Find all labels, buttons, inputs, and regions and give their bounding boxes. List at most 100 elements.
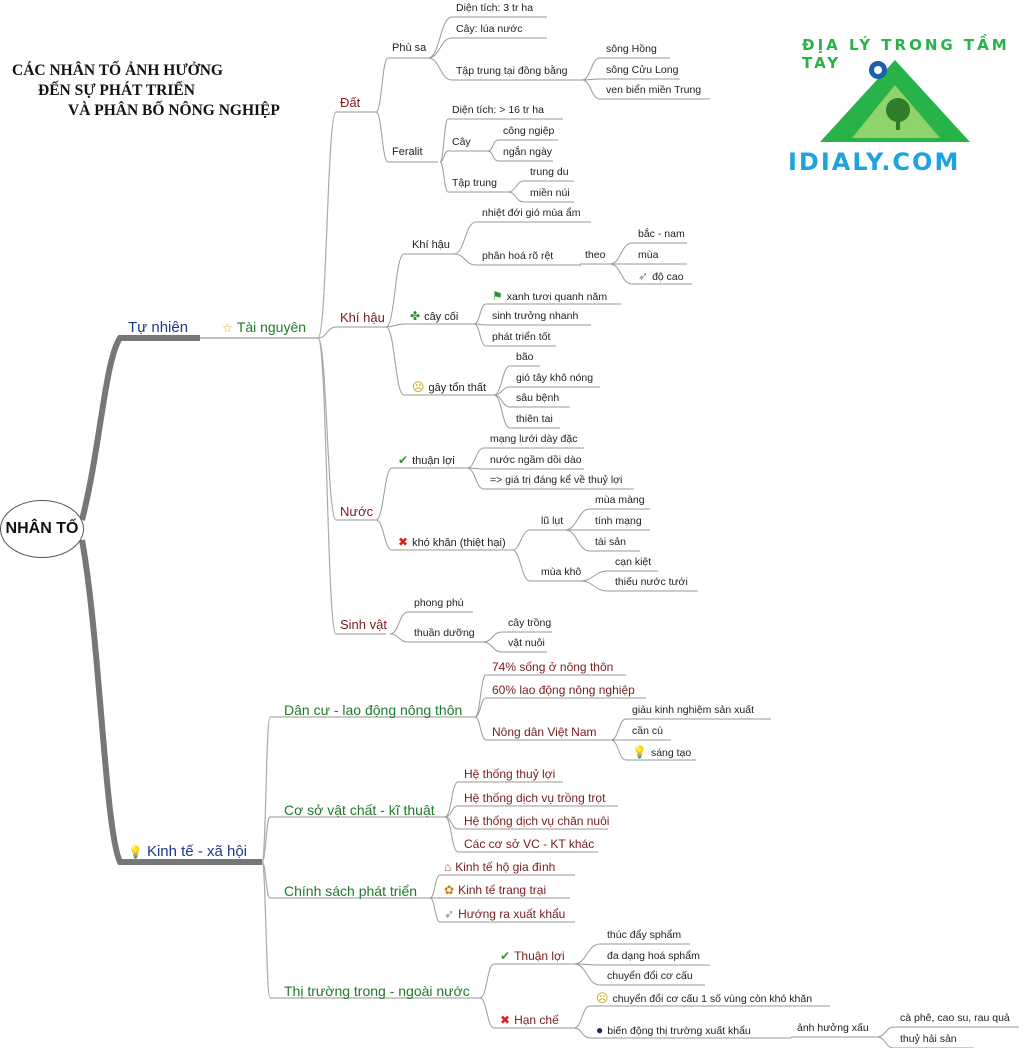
connector	[482, 641, 547, 653]
node-thieu-nuoc: thiếu nước tưới	[615, 576, 688, 588]
connector	[375, 57, 428, 113]
node-do-cao: ➶độ cao	[638, 270, 684, 283]
node-phan-hoa: phân hoá rõ rệt	[482, 250, 554, 262]
connector	[479, 963, 574, 999]
node-phu-sa-dien-tich: Diện tích: 3 tr ha	[456, 2, 534, 14]
node-ho-gia-dinh: ⌂Kinh tế hộ gia đình	[444, 861, 555, 873]
connector	[581, 79, 710, 100]
node-cong-nghiep: công ngiệp	[503, 125, 555, 137]
logo-mountain-icon	[820, 60, 970, 142]
logo-domain: IDIALY.COM	[788, 148, 961, 176]
node-nuoc-ngam: nước ngầm dồi dào	[490, 454, 582, 466]
xuat-khau-label: Hướng ra xuất khẩu	[458, 907, 566, 921]
kinh-te-label: Kinh tế - xã hội	[146, 843, 248, 860]
connector	[579, 263, 610, 266]
node-phu-sa: Phù sa	[392, 42, 427, 54]
node-nhiet-doi: nhiệt đới gió mùa ẩm	[482, 207, 581, 219]
node-xuat-khau: ➶Hướng ra xuất khẩu	[444, 908, 565, 920]
connector	[261, 861, 430, 899]
connector	[573, 1005, 830, 1029]
node-feralit-tap-trung: Tập trung	[452, 177, 497, 189]
node-kho-khan: ✖khó khăn (thiệt hại)	[398, 536, 506, 549]
node-cay-trong: cây trồng	[508, 617, 552, 629]
node-kinh-te: 💡Kinh tế - xã hội	[128, 844, 247, 859]
connector	[487, 150, 553, 162]
node-thi-truong: Thị trường trong - ngoài nước	[284, 983, 470, 999]
node-co-so: Cơ sở vật chất - kĩ thuật	[284, 802, 435, 818]
connector	[385, 323, 474, 328]
connector	[444, 816, 598, 853]
bomb-icon: ●	[596, 1023, 604, 1037]
check-icon: ✔	[500, 949, 511, 963]
idialy-logo: ĐỊA LÝ TRONG TẦM TAY IDIALY.COM	[780, 30, 1010, 180]
title-line-3: VÀ PHÂN BỐ NÔNG NGHIỆP	[68, 102, 280, 119]
connector	[466, 467, 634, 490]
node-mang-luoi: mạng lưới dày đặc	[490, 433, 578, 445]
gay-ton-that-label: gây tổn thất	[428, 382, 487, 394]
check-icon: ✔	[398, 453, 409, 467]
node-chuyen-doi-kho: ☹chuyển đổi cơ cấu 1 số vùng còn khó khă…	[596, 992, 812, 1005]
connector	[389, 611, 473, 635]
connector	[317, 111, 376, 339]
node-cac-co-so: Các cơ sở VC - KT khác	[464, 837, 595, 851]
title-line-2: ĐẾN SỰ PHÁT TRIỂN	[38, 82, 195, 99]
node-thuan-duong: thuần dưỡng	[414, 627, 475, 639]
connector	[429, 897, 575, 923]
connector	[474, 674, 626, 718]
cay-coi-label: cây cối	[424, 311, 459, 323]
node-sau-benh: sâu bệnh	[516, 392, 560, 404]
tai-nguyen-label: Tài nguyên	[236, 319, 307, 335]
sad-face-icon: ☹	[412, 380, 425, 394]
node-thuc-day: thúc đẩy sphẩm	[607, 929, 682, 941]
node-sang-tao: 💡sáng tạo	[632, 746, 691, 759]
node-feralit-cay: Cây	[452, 136, 471, 148]
connector	[573, 963, 710, 966]
node-tt-thuan-loi: ✔Thuận lợi	[500, 950, 565, 962]
trang-trai-label: Kinh tế trang trại	[458, 883, 547, 897]
logo-arc-text: ĐỊA LÝ TRONG TẦM TAY	[802, 36, 1010, 72]
connector	[317, 337, 376, 521]
connector	[444, 805, 618, 818]
node-phu-sa-tap-trung: Tập trung tại đồng bằng	[456, 65, 568, 77]
node-lu-lut: lũ lụt	[541, 515, 564, 527]
connector	[317, 326, 386, 339]
node-chinh-sach: Chính sách phát triển	[284, 883, 418, 899]
connector	[79, 335, 200, 521]
node-gia-tri: => giá trị đáng kể về thuỷ lợi	[490, 474, 623, 486]
connector	[385, 253, 454, 328]
connector	[493, 365, 540, 396]
connector	[261, 716, 475, 863]
connector	[789, 1036, 877, 1039]
connector	[375, 467, 467, 521]
node-bien-dong: ●biến động thị trường xuất khẩu	[596, 1024, 751, 1037]
connector	[482, 631, 552, 643]
node-thuy-hai-san: thuỷ hải sản	[900, 1033, 957, 1045]
connector	[511, 529, 565, 551]
node-tai-nguyen: ☆Tài nguyên	[222, 320, 306, 334]
connector	[474, 716, 611, 741]
node-nong-dan: Nông dân Việt Nam	[492, 725, 597, 739]
node-ngan-ngay: ngắn ngày	[503, 146, 553, 158]
node-mien-nui: miền núi	[530, 187, 570, 199]
node-dat: Đất	[340, 95, 361, 110]
ho-gia-dinh-label: Kinh tế hộ gia đình	[455, 860, 556, 874]
connector	[493, 386, 600, 396]
node-thuan-loi: ✔thuận lợi	[398, 454, 455, 467]
node-feralit-dien-tich: Diện tích: > 16 tr ha	[452, 104, 544, 116]
thuan-loi-label: thuận lợi	[412, 455, 455, 467]
connector	[439, 161, 508, 193]
connector	[385, 326, 494, 396]
title-line-1: CÁC NHÂN TỐ ẢNH HƯỞNG	[12, 62, 223, 79]
node-tu-nhien: Tự nhiên	[128, 319, 189, 336]
node-phu-sa-cay: Cây: lúa nước	[456, 23, 523, 35]
flag-icon: ⚑	[492, 289, 503, 303]
connector	[317, 337, 386, 635]
rocket-icon: ➶	[638, 269, 649, 283]
node-ven-bien: ven biển miền Trung	[606, 84, 702, 96]
connector	[453, 253, 581, 266]
node-chan-nuoi: Hệ thống dịch vụ chăn nuôi	[464, 814, 610, 828]
sad-face-icon: ☹	[596, 991, 609, 1005]
node-thien-tai: thiên tai	[516, 413, 553, 425]
connector	[579, 570, 658, 582]
